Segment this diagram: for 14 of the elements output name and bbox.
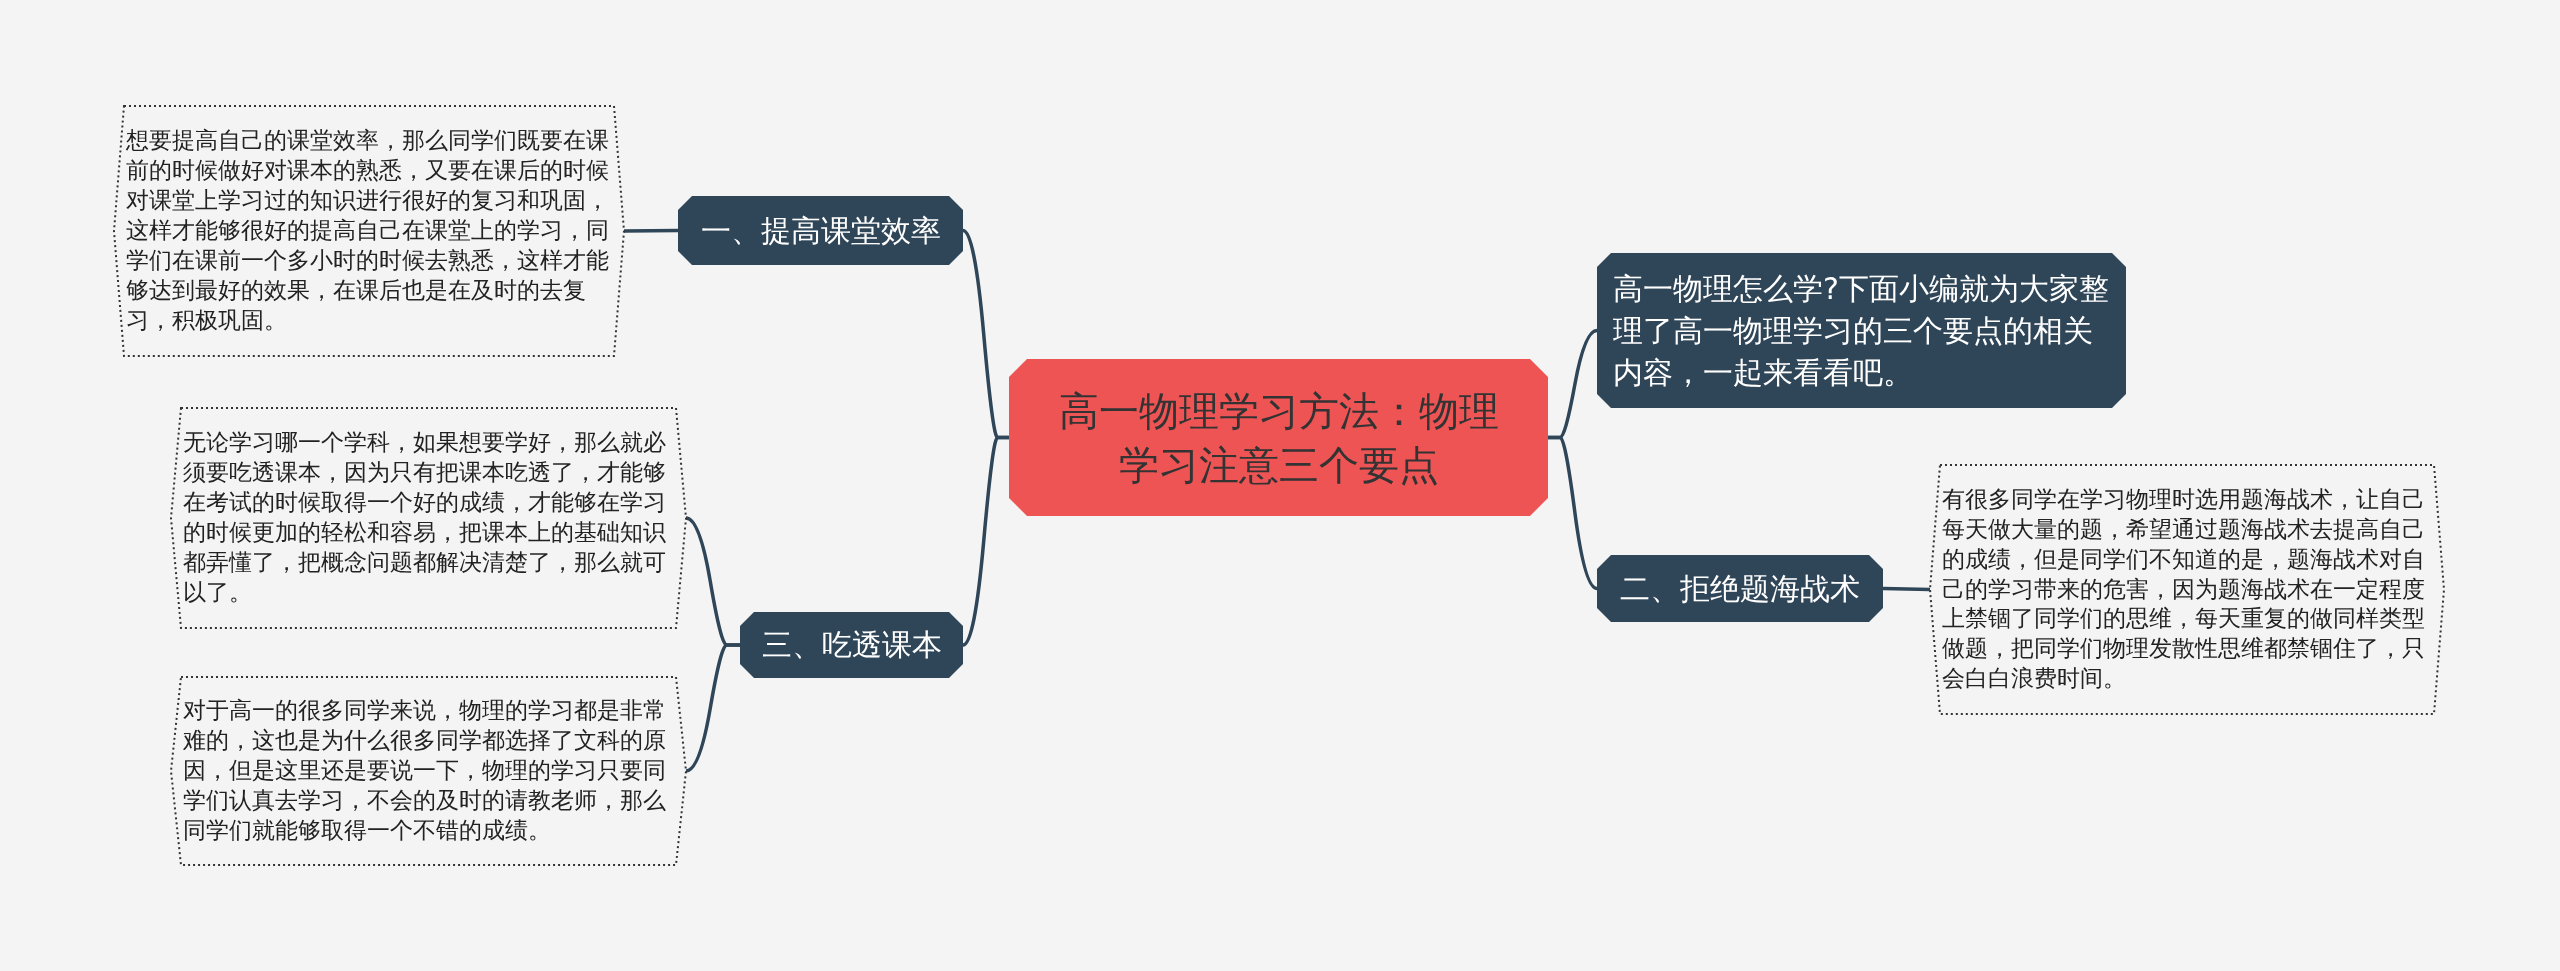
connector-line — [685, 643, 740, 773]
note-box: 无论学习哪一个学科，如果想要学好，那么就必须要吃透课本，因为只有把课本吃透了，才能够在考试的时候取得一个好的成绩，才能够在学习的时候更加的轻松和容易，把课本上的基础知识都弄懂了，把概念问题都解决清楚了，那么就可以了。 — [171, 408, 686, 628]
connector-line — [624, 228, 678, 233]
note-box: 想要提高自己的课堂效率，那么同学们既要在课前的时候做好对课本的熟悉，又要在课后的时候对课堂上学习过的知识进行很好的复习和巩固，这样才能够很好的提高自己在课堂上的学习，同学们在课前一个多小时的时候去熟悉，这样才能够达到最好的效果，在课后也是在及时的去复习，积极巩固。 — [114, 106, 624, 356]
note-box: 有很多同学在学习物理时选用题海战术，让自己每天做大量的题，希望通过题海战术去提高自己的成绩，但是同学们不知道的是，题海战术对自己的学习带来的危害，因为题海战术在一定程度上禁锢了同学们的思维，每天重复的做同样类型做题，把同学们物理发散性思维都禁锢住了，只会白白浪费时间。 — [1930, 465, 2444, 714]
connector-line — [1548, 435, 1598, 591]
connector-line — [1882, 586, 1931, 592]
branch-box: 高一物理怎么学?下面小编就为大家整理了高一物理学习的三个要点的相关内容，一起来看看吧。 — [1597, 253, 2126, 408]
topic-box: 高一物理学习方法：物理学习注意三个要点 — [1009, 359, 1548, 516]
note-box: 对于高一的很多同学来说，物理的学习都是非常难的，这也是为什么很多同学都选择了文科的原因，但是这里还是要说一下，物理的学习只要同学们认真去学习，不会的及时的请教老师，那么同学们就能够取得一个不错的成绩。 — [171, 677, 686, 865]
branch-box: 一、提高课堂效率 — [678, 196, 963, 265]
branch-box: 二、拒绝题海战术 — [1597, 555, 1883, 622]
connector-line — [962, 435, 1009, 647]
branch-box: 三、吃透课本 — [740, 612, 963, 678]
